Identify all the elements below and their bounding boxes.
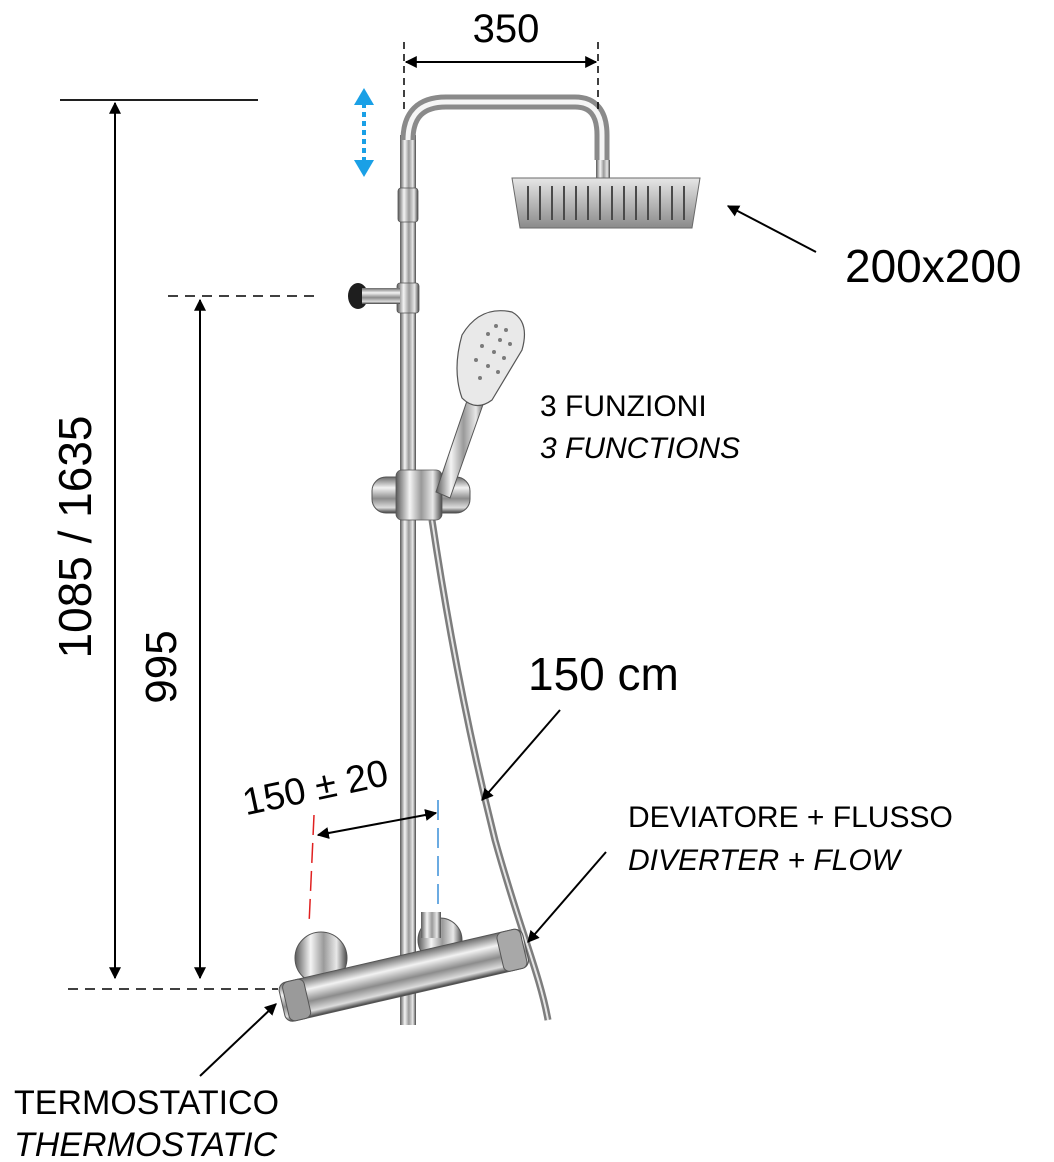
callout-hose-length: 150 cm	[481, 648, 679, 801]
callout-hand-shower: 3 FUNZIONI 3 FUNCTIONS	[540, 390, 740, 465]
height-adjust-arrow	[354, 88, 374, 177]
head-size-label: 200x200	[845, 240, 1022, 292]
dimension-350-label: 350	[473, 7, 540, 51]
dimension-995: 995	[137, 295, 318, 980]
dimension-995-label: 995	[137, 630, 186, 703]
dimension-total-height: 1085 / 1635	[49, 99, 258, 980]
wall-bracket	[348, 283, 400, 309]
callout-head-size: 200x200	[726, 205, 1022, 292]
diverter-label-it: DEVIATORE + FLUSSO	[628, 801, 953, 834]
callout-thermostatic: TERMOSTATICO THERMOSTATIC	[14, 1003, 279, 1162]
hand-shower	[435, 310, 525, 499]
left-axis-marker	[308, 814, 315, 926]
thermostatic-mixer	[278, 912, 530, 1022]
thermostatic-label-en: THERMOSTATIC	[14, 1126, 278, 1162]
hose-length-label: 150 cm	[528, 648, 679, 700]
diverter-label-en: DIVERTER + FLOW	[628, 844, 903, 877]
shower-arm	[400, 94, 610, 160]
callout-diverter: DEVIATORE + FLUSSO DIVERTER + FLOW	[527, 801, 953, 943]
overhead-shower-head	[511, 160, 701, 229]
hand-shower-label-it: 3 FUNZIONI	[540, 390, 707, 423]
riser-pipe	[400, 135, 416, 1025]
thermostatic-label-it: TERMOSTATICO	[14, 1084, 279, 1122]
dimension-center-distance-label: 150 ± 20	[239, 752, 392, 824]
shower-column	[278, 94, 701, 1025]
hand-shower-label-en: 3 FUNCTIONS	[540, 432, 740, 465]
dimension-total-height-label: 1085 / 1635	[49, 415, 101, 658]
dimension-350: 350	[403, 7, 599, 113]
